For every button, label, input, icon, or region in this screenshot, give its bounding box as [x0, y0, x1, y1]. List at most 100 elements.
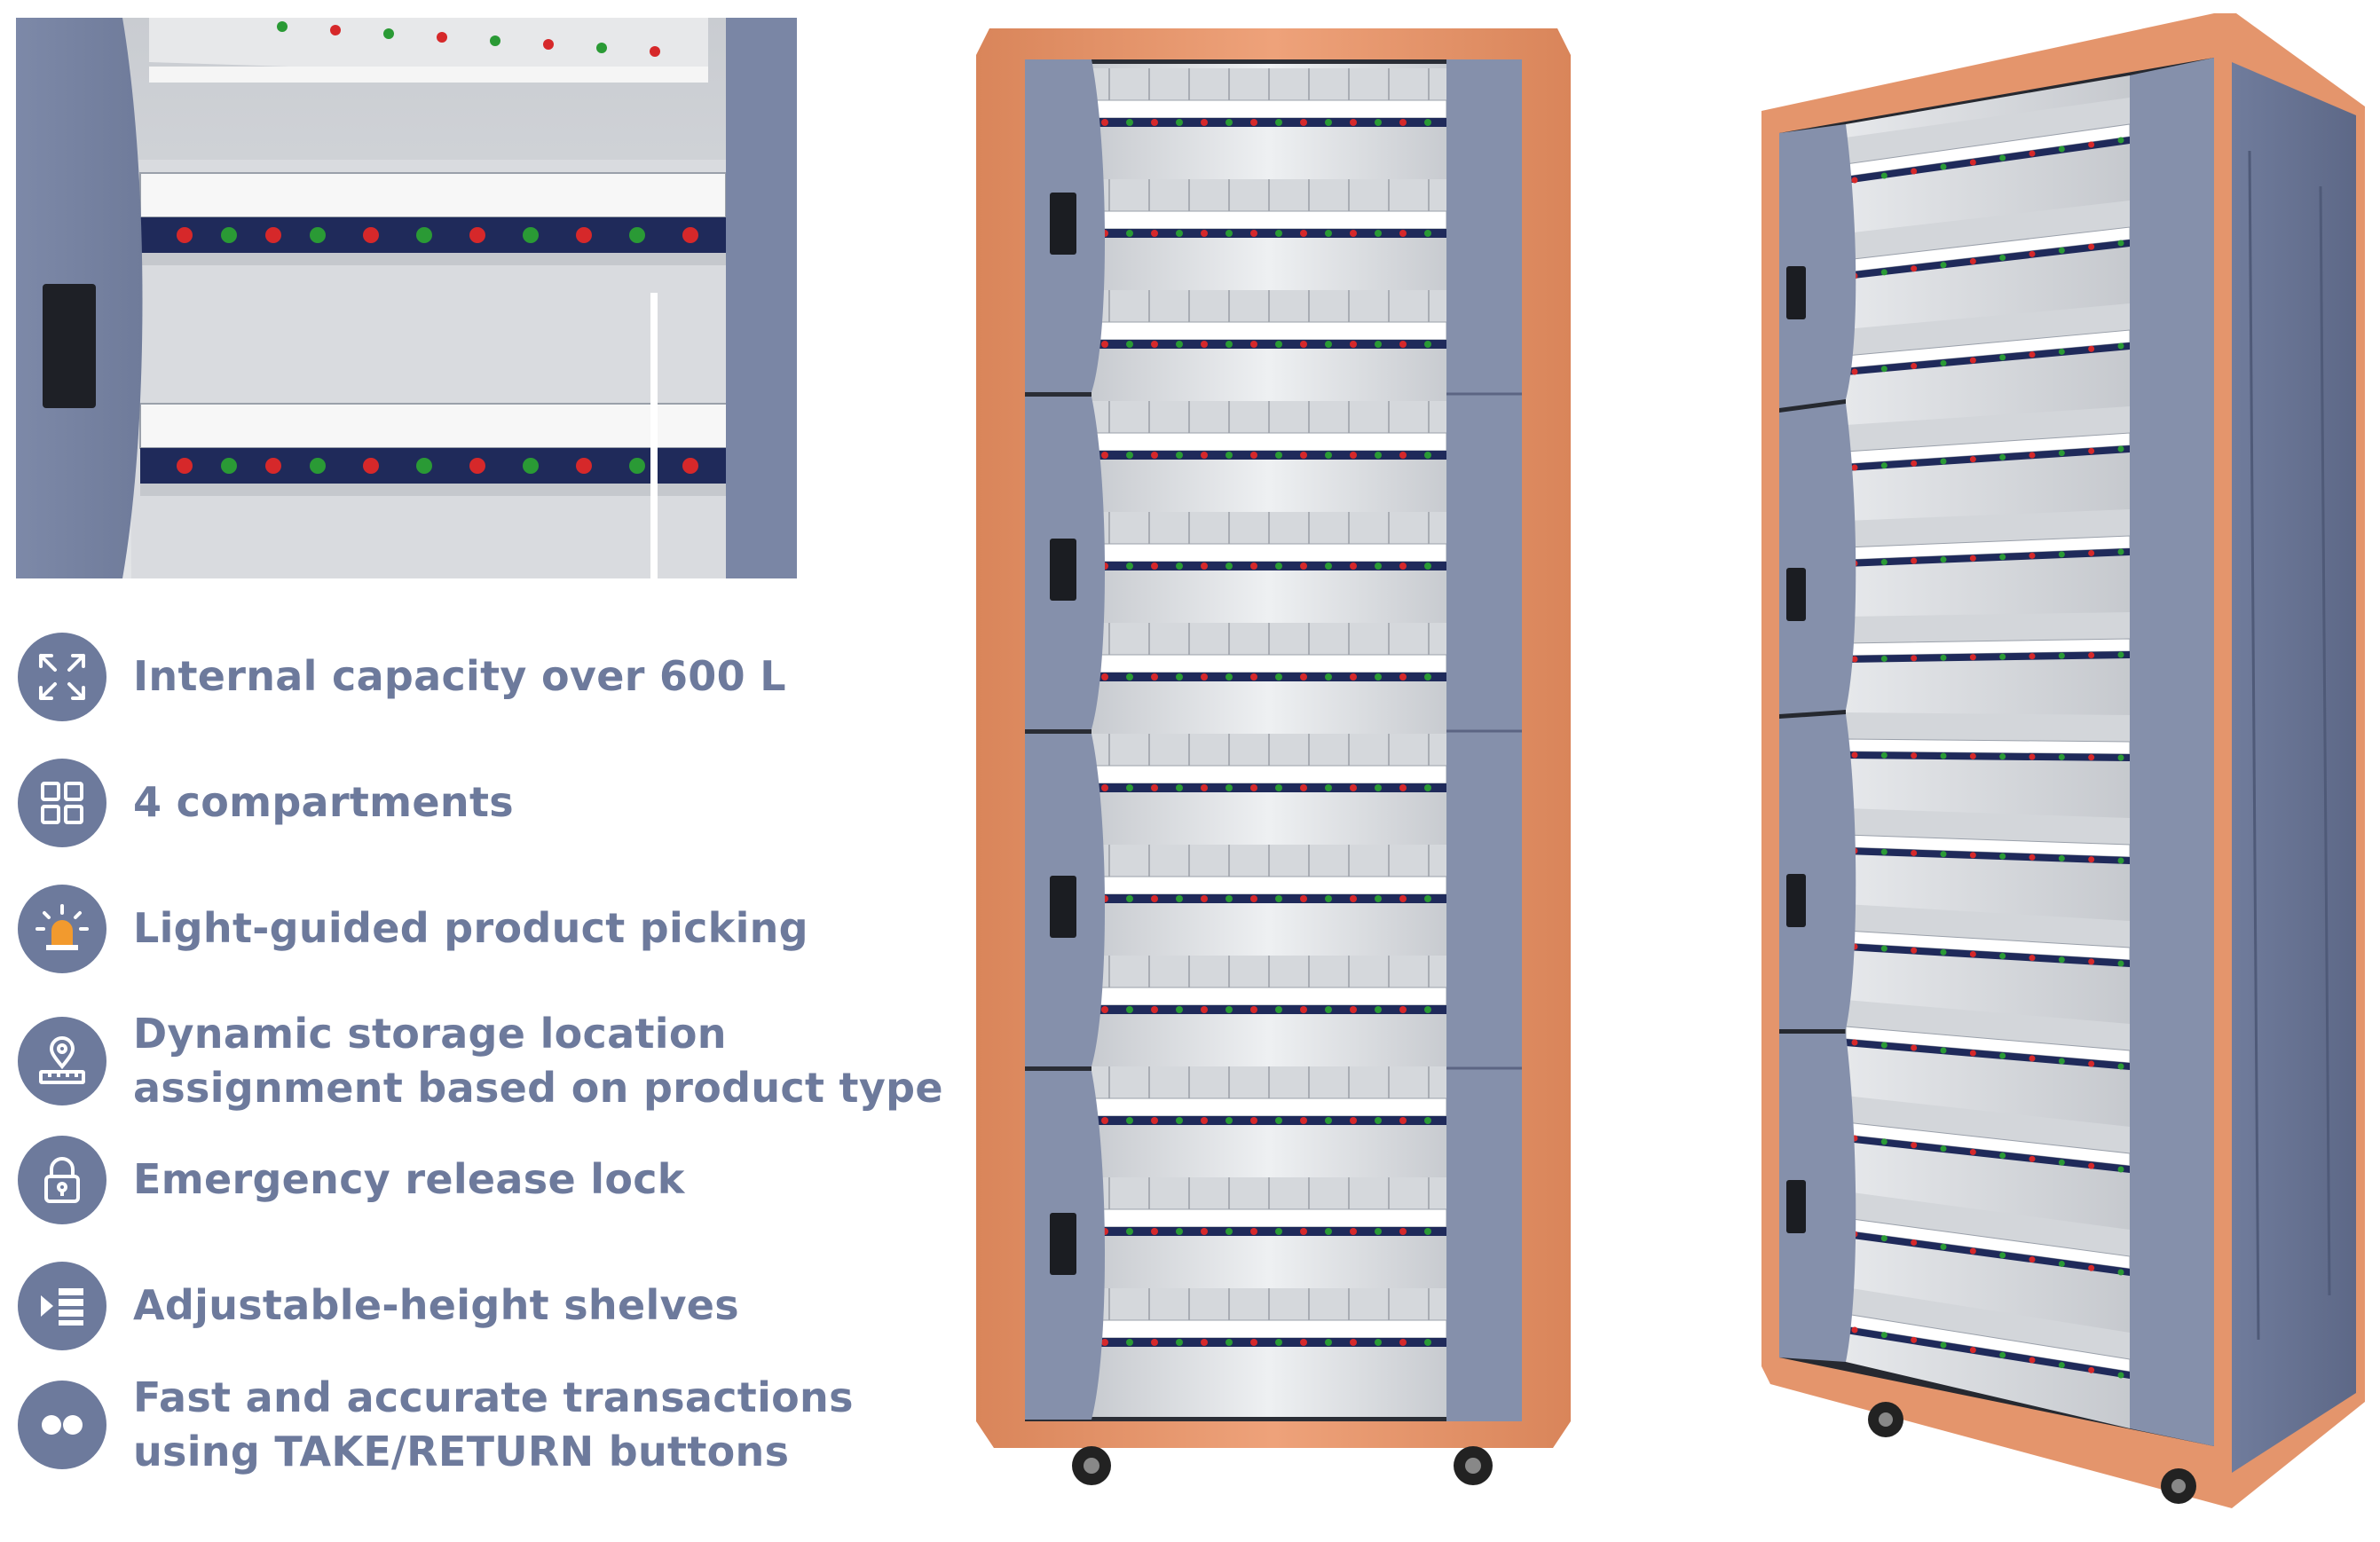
- shelf-rail: [1091, 451, 1446, 460]
- shelf-led: [1880, 462, 1887, 469]
- shelf-led: [2117, 548, 2124, 555]
- shelf-led: [1275, 119, 1282, 126]
- shelf-led: [1300, 563, 1307, 570]
- shelf-led: [1969, 852, 1976, 859]
- feature-label: Adjustable-height shelves: [133, 1281, 739, 1329]
- feature-text: Internal capacity over 600 L: [133, 649, 786, 704]
- shelf-led: [1151, 230, 1158, 237]
- side-wheels: [1868, 1402, 2196, 1504]
- compartments-grid-icon: [18, 759, 106, 847]
- shelf-led: [2058, 551, 2065, 558]
- shelf-led: [1999, 753, 2006, 760]
- side-door-handles: [1786, 266, 1806, 1233]
- shelf-led: [1275, 1339, 1282, 1346]
- shelf-list-icon: [18, 1262, 106, 1350]
- shelf-led: [1300, 1228, 1307, 1235]
- shelf-led: [1999, 1152, 2006, 1159]
- shelf-led: [1151, 452, 1158, 459]
- shelf-led: [2029, 753, 2036, 760]
- shelf-led: [1999, 453, 2006, 460]
- shelf-led: [2029, 1055, 2036, 1062]
- shelf-led: [1880, 172, 1887, 179]
- shelf-led: [1176, 895, 1183, 902]
- shelf-led: [1225, 895, 1233, 902]
- shelf-led: [1250, 1228, 1257, 1235]
- shelf-led: [1851, 751, 1858, 759]
- shelf-rail: [1091, 1005, 1446, 1014]
- closeup-door-handle: [43, 284, 96, 408]
- shelf-led: [2029, 351, 2036, 358]
- shelf-led: [2058, 1260, 2065, 1267]
- shelf-led: [1969, 1050, 1976, 1057]
- shelf-led: [1424, 784, 1431, 791]
- shelf-led: [1126, 341, 1133, 348]
- shelf-led: [1275, 1228, 1282, 1235]
- shelf-led: [1399, 895, 1407, 902]
- shelf-led: [1969, 1149, 1976, 1156]
- shelf-led: [1101, 784, 1108, 791]
- shelf-led: [1126, 452, 1133, 459]
- shelf-led: [1250, 673, 1257, 681]
- shelf-tray: [1846, 201, 2130, 260]
- shelf-led: [1225, 1117, 1233, 1124]
- shelf-label-strip: [1091, 99, 1447, 119]
- shelf-led: [1350, 673, 1357, 681]
- shelf-label-strip: [1091, 543, 1447, 563]
- shelf-led: [2058, 450, 2065, 457]
- shelf-led: [2029, 1256, 2036, 1263]
- shelf-led: [1880, 751, 1887, 759]
- shelf-led: [1350, 1228, 1357, 1235]
- feature-text: Dynamic storage location assignment base…: [133, 1007, 943, 1115]
- shelf-led: [1201, 230, 1208, 237]
- shelf-led: [1126, 230, 1133, 237]
- feature-item-dynamic-storage: Dynamic storage location assignment base…: [0, 1007, 958, 1115]
- shelf-led: [2117, 960, 2124, 967]
- shelf-led: [1969, 950, 1976, 957]
- shelf-led: [1940, 654, 1947, 661]
- shelf-led: [1126, 1339, 1133, 1346]
- shelf-led: [1300, 1006, 1307, 1013]
- shelf-led: [2088, 652, 2095, 659]
- shelf-led: [1325, 563, 1332, 570]
- shelf-led: [1375, 341, 1382, 348]
- shelf-led: [2088, 549, 2095, 556]
- shelf-led: [1300, 1339, 1307, 1346]
- shelf-led: [1325, 230, 1332, 237]
- shelf-tray: [1846, 612, 2130, 643]
- shelf-led: [1176, 784, 1183, 791]
- shelf-led: [1201, 1117, 1208, 1124]
- shelf-tray: [1846, 808, 2130, 845]
- shelf-led: [1225, 1339, 1233, 1346]
- shelf-led: [1151, 1228, 1158, 1235]
- shelf-led: [1151, 1339, 1158, 1346]
- shelf-led: [1851, 656, 1858, 663]
- shelf-led: [1325, 1117, 1332, 1124]
- shelf-led: [2058, 348, 2065, 355]
- shelf-led: [1880, 269, 1887, 276]
- shelf-rail: [1091, 1116, 1446, 1125]
- shelf-led: [2058, 753, 2065, 760]
- two-buttons-icon: [18, 1381, 106, 1469]
- shelf-led: [2117, 1166, 2124, 1173]
- side-shelves: [1845, 98, 2131, 1379]
- shelf-led: [2088, 958, 2095, 965]
- shelf-led: [1225, 119, 1233, 126]
- feature-text: 4 compartments: [133, 775, 514, 830]
- shelf-led: [2029, 1357, 2036, 1364]
- shelf-led: [1151, 1117, 1158, 1124]
- front-shelves: [1091, 68, 1447, 1347]
- shelf-led: [1969, 654, 1976, 661]
- shelf-led: [1911, 1336, 1918, 1343]
- shelf-led: [1325, 452, 1332, 459]
- shelf-led: [1940, 948, 1947, 956]
- shelf-led: [2117, 1372, 2124, 1379]
- shelf-led: [1911, 557, 1918, 564]
- shelf-led: [2088, 856, 2095, 863]
- feature-label: Emergency release lock: [133, 1155, 685, 1203]
- shelf-led: [1275, 1117, 1282, 1124]
- shelf-led: [1250, 452, 1257, 459]
- shelf-led: [2029, 250, 2036, 257]
- shelf-rail: [1091, 783, 1446, 792]
- shelf-led: [1151, 341, 1158, 348]
- shelf-led: [1225, 230, 1233, 237]
